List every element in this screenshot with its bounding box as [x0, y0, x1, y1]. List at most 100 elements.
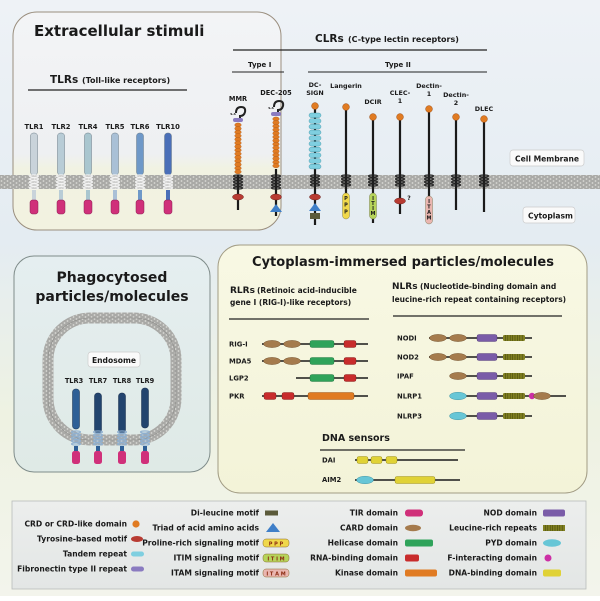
helicase-swatch	[405, 539, 433, 547]
tlr-transmembrane-coil-turn	[134, 177, 146, 181]
endosome-label: Endosome	[92, 356, 136, 365]
nlrs-full-2: leucine-rich repeat containing receptors…	[392, 295, 566, 304]
tlr-linker	[32, 190, 36, 200]
tyrosine-motif	[232, 193, 244, 201]
legend-label: CARD domain	[340, 524, 398, 533]
endosomal-tlr: TLR7	[89, 377, 108, 464]
rna-binding-swatch	[405, 554, 419, 562]
helicase-domain	[309, 374, 335, 382]
tm-coil	[450, 174, 462, 187]
tlr-linker	[120, 446, 124, 451]
tm-coil	[478, 174, 490, 187]
tlr-linker	[86, 190, 90, 200]
tlr-transmembrane-coil-turn	[55, 180, 67, 184]
kinase-swatch	[405, 569, 437, 577]
tm-coil-turn	[423, 180, 435, 184]
f-interacting-domain	[528, 392, 536, 400]
itim-swatch-body	[262, 553, 290, 563]
clrs-full: (C-type lectin receptors)	[348, 35, 459, 44]
rlrs-abbr: RLRs	[230, 286, 255, 296]
tm-coil-turn	[394, 180, 406, 184]
tandem-repeat	[308, 112, 322, 118]
tlr-transmembrane-coil-turn	[139, 439, 151, 443]
tm-coil-turn	[270, 177, 282, 181]
receptor-label: NODI	[397, 335, 417, 343]
receptor-row: RIG-I	[229, 340, 368, 349]
tir-domain	[94, 451, 102, 464]
tlr-transmembrane-coil	[92, 430, 104, 446]
tlr-transmembrane-coil-turn	[109, 186, 121, 190]
tm-coil-turn	[367, 177, 379, 181]
tlr-transmembrane-coil-turn	[70, 436, 82, 440]
dna-binding-domain	[356, 456, 369, 464]
tlr-receptor: TLR5	[106, 123, 125, 215]
tm-coil	[394, 174, 406, 187]
tlr-transmembrane-coil	[70, 430, 82, 446]
tir-domain	[72, 451, 80, 464]
clr-label: MMR	[229, 95, 247, 103]
tandem-repeat	[308, 129, 322, 135]
card-domain	[429, 334, 447, 342]
tlr-linker	[166, 190, 170, 200]
dna-binding-domain	[370, 456, 383, 464]
tm-coil-turn	[340, 174, 352, 178]
dileucine-motif	[310, 213, 320, 219]
tir-domain	[29, 199, 39, 215]
legend-label: Helicase domain	[328, 539, 398, 548]
tm-coil-turn	[478, 174, 490, 178]
tlr-receptor: TLR10	[156, 123, 180, 215]
pyd-domain	[449, 412, 467, 421]
dna-sensors-title: DNA sensors	[322, 433, 390, 444]
tlr-transmembrane-coil-turn	[55, 186, 67, 190]
legend-item: DNA-binding domain	[449, 569, 561, 578]
tlr-linker	[113, 190, 117, 200]
legend-label: CRD or CRD-like domain	[24, 520, 127, 529]
tlr-transmembrane-coil-turn	[82, 174, 94, 178]
tlr-transmembrane-coil-turn	[139, 436, 151, 440]
tlr-transmembrane-coil-turn	[28, 183, 40, 187]
clr-label-2: 1	[427, 90, 431, 98]
card-domain	[429, 353, 447, 361]
card-domain	[533, 392, 551, 400]
tm-coil-turn	[423, 183, 435, 187]
receptor-row: PKR	[229, 392, 368, 401]
itam-motif-letter: M	[427, 216, 432, 222]
ss-loop	[235, 105, 247, 119]
type1-label: Type I	[248, 61, 271, 69]
itim-motif-letter: T	[371, 201, 375, 207]
tm-coil-turn	[423, 174, 435, 178]
endosomal-tlr: TLR9	[136, 377, 155, 464]
tm-coil	[367, 174, 379, 187]
triad-motif	[270, 204, 282, 212]
tm-coil-turn	[270, 186, 282, 190]
clr-type2-receptor: DC-SIGN	[306, 81, 324, 225]
tlr-transmembrane-coil	[82, 174, 94, 190]
tlr-transmembrane-coil-turn	[109, 180, 121, 184]
tandem-swatch	[131, 551, 144, 557]
tandem-repeat	[308, 135, 322, 141]
crd-domain	[369, 113, 377, 121]
tlr-transmembrane-coil-turn	[116, 442, 128, 446]
tm-coil-turn	[232, 180, 244, 184]
tlr-transmembrane-coil-turn	[70, 430, 82, 434]
tlr-transmembrane-coil-turn	[82, 177, 94, 181]
leucine-rich-repeats	[503, 335, 525, 341]
tlr-transmembrane-coil-turn	[92, 436, 104, 440]
legend-label: TIR domain	[350, 509, 398, 518]
crd-domain	[342, 103, 350, 111]
tm-coil-turn	[309, 183, 321, 187]
tlr-transmembrane-coil-turn	[116, 433, 128, 437]
card-domain	[449, 353, 467, 361]
nod-domain	[476, 412, 498, 420]
tlr-transmembrane-coil-turn	[162, 174, 174, 178]
legend-label: Proline-rich signaling motif	[142, 539, 259, 548]
legend-item: F-interacting domain	[447, 554, 552, 563]
lrr-body	[503, 373, 525, 379]
legend-item: CRD or CRD-like domain	[24, 520, 140, 529]
